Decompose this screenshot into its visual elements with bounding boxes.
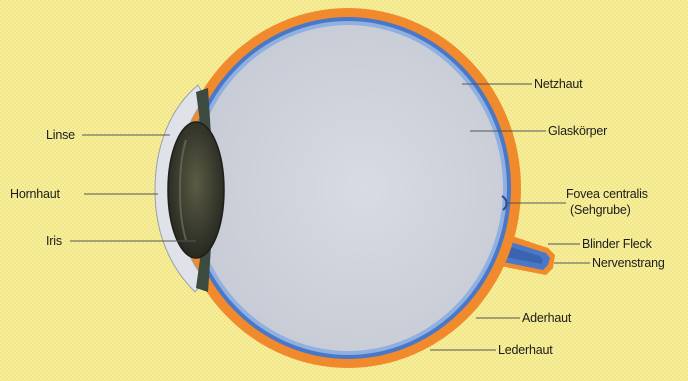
label-nervenstrang: Nervenstrang [592, 256, 665, 270]
label-blinder-fleck: Blinder Fleck [582, 237, 653, 251]
label-glaskoerper: Glaskörper [548, 124, 607, 138]
lens [168, 122, 224, 258]
label-linse: Linse [46, 128, 75, 142]
label-netzhaut: Netzhaut [534, 77, 583, 91]
label-aderhaut: Aderhaut [522, 311, 572, 325]
vitreous-body [193, 25, 503, 351]
label-hornhaut: Hornhaut [10, 187, 61, 201]
label-iris: Iris [46, 234, 62, 248]
label-lederhaut: Lederhaut [498, 343, 553, 357]
label-fovea-line1: Fovea centralis [566, 187, 648, 201]
label-fovea-line2: (Sehgrube) [570, 203, 631, 217]
